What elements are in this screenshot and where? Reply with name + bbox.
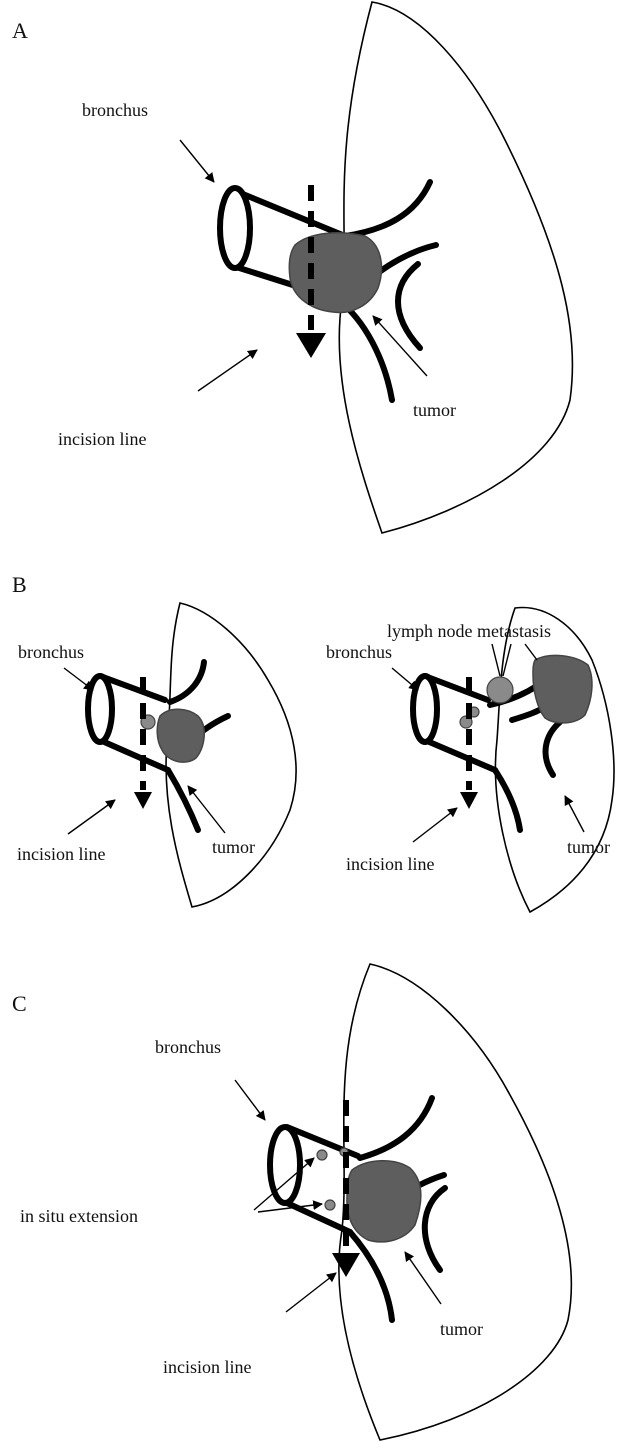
panel-b-left: bronchus tumor incision line [17, 603, 296, 907]
vessel-right-b-right [546, 722, 560, 775]
label-incision-a: incision line [58, 429, 147, 449]
incision-arrowhead-b-left [134, 792, 152, 809]
vessel-lower-c [350, 1232, 392, 1320]
panel-a: A bronchus tumor incision line [12, 2, 572, 533]
node-b-right-large [487, 677, 513, 703]
pointer-bronchus-b-right [392, 668, 418, 690]
label-bronchus-b-left: bronchus [18, 642, 84, 662]
label-metastasis-b-right: lymph node metastasis [387, 621, 551, 641]
panel-c-letter: C [12, 991, 27, 1016]
lung-outline-b-right [495, 608, 614, 912]
vessel-upper-c [360, 1098, 432, 1158]
label-bronchus-c: bronchus [155, 1037, 221, 1057]
pointer-incision-b-right [413, 808, 457, 842]
pointer-incision-b-left [68, 800, 115, 834]
label-incision-b-left: incision line [17, 844, 106, 864]
vessel-upper-a [345, 182, 430, 236]
pointer-incision-c [286, 1273, 336, 1312]
vessel-lower-b-right [495, 770, 520, 830]
extension-nodule-2 [325, 1200, 335, 1210]
bronchus-tube-b-left [88, 676, 168, 770]
label-bronchus-b-right: bronchus [326, 642, 392, 662]
pointer-bronchus-a [180, 140, 214, 182]
pointer-tumor-b-right [565, 796, 584, 832]
label-tumor-b-right: tumor [567, 837, 610, 857]
pointer-metastasis-3 [525, 644, 537, 660]
label-incision-b-right: incision line [346, 854, 435, 874]
pointer-metastasis-1 [492, 644, 500, 676]
vessel-lower-a [338, 300, 392, 400]
bronchus-tube-b-right [413, 676, 495, 770]
vessel-right-a [398, 264, 420, 348]
tumor-mass-c [347, 1161, 421, 1242]
panel-a-letter: A [12, 18, 28, 43]
label-tumor-b-left: tumor [212, 837, 255, 857]
pointer-bronchus-b-left [64, 668, 93, 690]
extension-nodule-1 [317, 1150, 327, 1160]
vessel-lower-b-left [168, 770, 198, 830]
panel-b-right: lymph node metastasis bronchus tumor inc… [326, 608, 614, 912]
panel-b-letter: B [12, 572, 27, 597]
label-tumor-c: tumor [440, 1319, 483, 1339]
tumor-mass-b-left [157, 709, 204, 762]
label-bronchus-a: bronchus [82, 100, 148, 120]
panel-b: B bronchus tumor incision line [12, 572, 614, 912]
label-tumor-a: tumor [413, 400, 456, 420]
incision-arrowhead-b-right [460, 792, 478, 809]
tumor-mass-b-right [533, 655, 592, 723]
panel-c: C bronchus in situ extension tumor incis… [12, 964, 571, 1440]
tumor-mass-a [289, 233, 381, 313]
label-incision-c: incision line [163, 1357, 252, 1377]
vessel-mid-a [375, 245, 436, 275]
label-extension-c: in situ extension [20, 1206, 138, 1226]
vessel-upper-b-left [170, 662, 204, 702]
vessel-right-c [425, 1188, 445, 1270]
pointer-bronchus-c [235, 1080, 265, 1120]
incision-arrowhead-a [296, 333, 326, 358]
pointer-incision-a [198, 350, 257, 391]
